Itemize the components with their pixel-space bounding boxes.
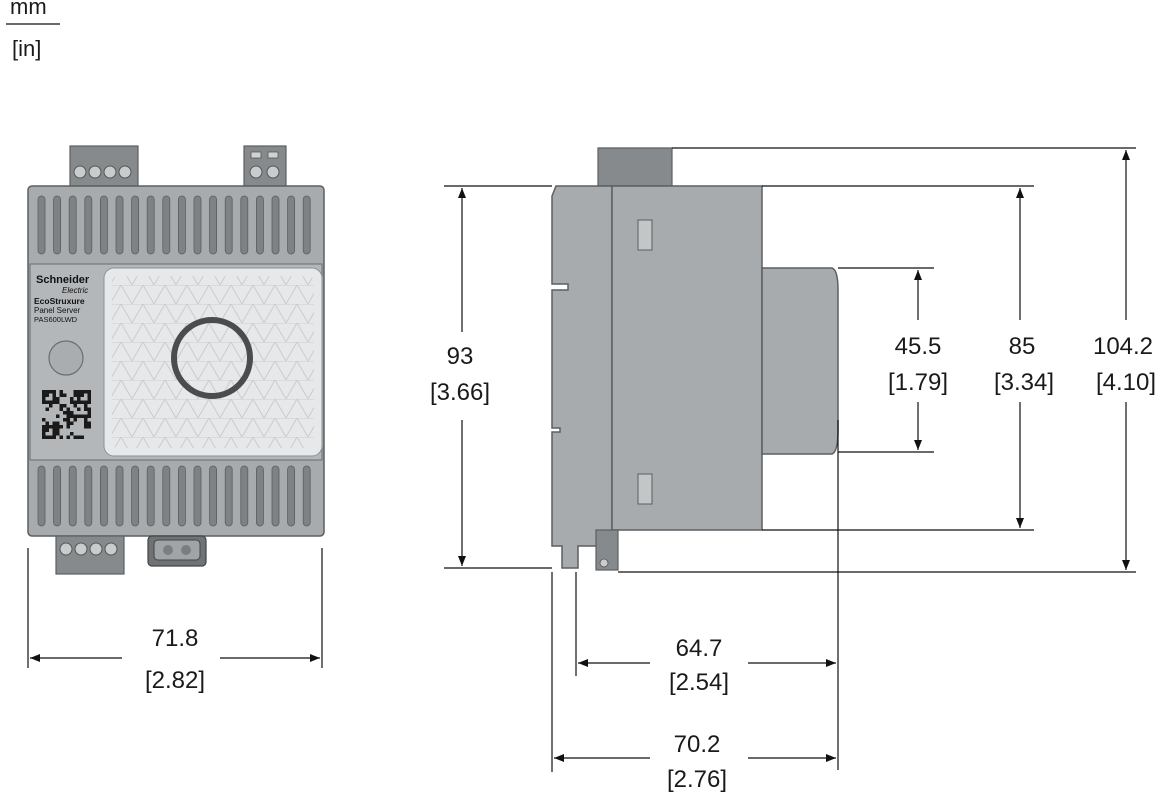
vent-slot <box>302 465 311 527</box>
status-ring-icon <box>171 317 253 399</box>
vent-slot <box>224 195 233 255</box>
vent-slot <box>115 465 124 527</box>
brand-logo-text: Schneider <box>36 274 90 286</box>
vent-slot <box>37 195 46 255</box>
vent-slot <box>131 195 140 255</box>
vent-slot <box>84 195 93 255</box>
side-latch-top <box>637 219 653 251</box>
vent-slot <box>100 195 108 255</box>
front-width-mm: 71.8 <box>152 625 199 652</box>
height-93-dimension: 93 [3.66] <box>430 185 552 569</box>
vent-slot <box>193 195 202 255</box>
body-height-dimension: 85 [3.34] <box>762 185 1054 531</box>
vent-slot <box>53 195 61 255</box>
vent-slot <box>255 465 264 527</box>
window-height-mm: 45.5 <box>895 333 942 360</box>
vent-slot <box>146 465 155 527</box>
vent-slot <box>209 465 218 527</box>
vent-slot <box>177 465 186 527</box>
reset-button <box>48 340 84 376</box>
vent-slot <box>271 465 280 527</box>
vent-slot <box>240 195 249 255</box>
vent-slot <box>53 465 61 527</box>
vent-slot <box>37 465 46 527</box>
vent-slot <box>302 195 311 255</box>
vent-slot <box>287 465 296 527</box>
vent-slot <box>131 465 140 527</box>
body-height-in: [3.34] <box>994 369 1054 396</box>
front-view: Schneider Electric EcoStruxure Panel Ser… <box>27 145 325 575</box>
unit-inch: [in] <box>12 36 41 61</box>
overall-height-mm: 104.2 <box>1093 333 1153 360</box>
body-height-mm: 85 <box>1009 333 1036 360</box>
vent-slot <box>68 465 77 527</box>
depth-64-in: [2.54] <box>669 669 729 696</box>
side-top-clip <box>597 147 673 187</box>
vent-slot <box>224 465 233 527</box>
height-93-in: [3.66] <box>430 379 490 406</box>
depth-64-dimension: 64.7 [2.54] <box>575 420 839 770</box>
bottom-vents <box>37 465 311 527</box>
overall-height-dimension: 104.2 [4.10] <box>618 147 1156 573</box>
vent-slot <box>68 195 77 255</box>
vent-slot <box>115 195 124 255</box>
vent-slot <box>255 195 264 255</box>
front-width-dimension: 71.8 [2.82] <box>27 548 323 694</box>
model-text: PAS600LWD <box>34 315 78 324</box>
vent-slot <box>146 195 155 255</box>
top-terminal-right <box>243 145 287 187</box>
product-name-text: Panel Server <box>34 306 81 315</box>
depth-70-in: [2.76] <box>667 766 727 793</box>
window-height-dimension: 45.5 [1.79] <box>838 267 948 453</box>
window-pattern <box>112 276 314 448</box>
vent-slot <box>177 195 186 255</box>
side-window-protrusion <box>761 267 839 455</box>
vent-slot <box>193 465 202 527</box>
brand-sub-text: Electric <box>62 286 88 295</box>
side-view <box>551 147 839 571</box>
top-terminal-left <box>69 145 139 187</box>
bottom-terminal-left <box>55 535 125 575</box>
vent-slot <box>84 465 93 527</box>
unit-legend: mm [in] <box>6 0 60 61</box>
product-line-text: EcoStruxure <box>34 296 85 306</box>
depth-70-dimension: 70.2 [2.76] <box>551 572 836 793</box>
depth-64-mm: 64.7 <box>676 635 723 662</box>
overall-height-in: [4.10] <box>1096 369 1156 396</box>
side-latch-bottom <box>637 473 653 505</box>
depth-70-mm: 70.2 <box>674 731 721 758</box>
vent-slot <box>287 195 296 255</box>
top-vents <box>37 195 311 255</box>
side-din-section <box>551 185 613 569</box>
side-main-body <box>611 185 763 531</box>
height-93-mm: 93 <box>447 343 474 370</box>
vent-slot <box>209 195 218 255</box>
bottom-connector <box>147 535 207 567</box>
vent-slot <box>100 465 108 527</box>
unit-mm: mm <box>10 0 47 19</box>
vent-slot <box>240 465 249 527</box>
window-height-in: [1.79] <box>888 369 948 396</box>
vent-slot <box>271 195 280 255</box>
front-width-in: [2.82] <box>145 667 205 694</box>
vent-slot <box>162 465 171 527</box>
qr-code-icon <box>42 390 91 439</box>
vent-slot <box>162 195 171 255</box>
